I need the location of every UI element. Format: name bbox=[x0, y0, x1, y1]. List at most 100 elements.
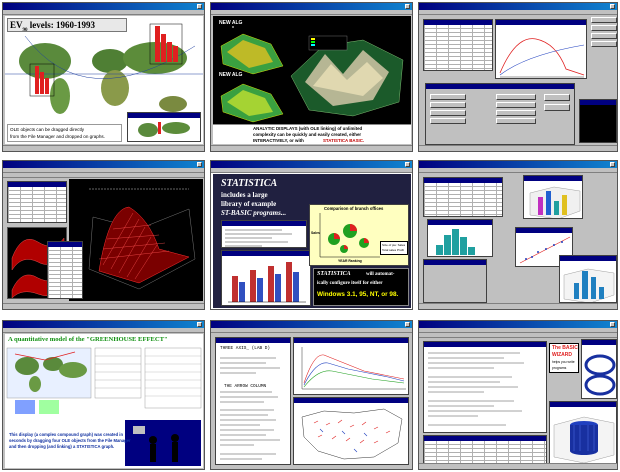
status-bar bbox=[419, 303, 617, 309]
close-icon[interactable] bbox=[197, 162, 202, 167]
dialog-button[interactable] bbox=[496, 94, 536, 100]
promo-line3: ST-BASIC programs... bbox=[221, 209, 287, 217]
toolbar[interactable] bbox=[3, 173, 204, 178]
histogram-window[interactable] bbox=[427, 219, 493, 257]
menu-bar[interactable] bbox=[419, 10, 617, 15]
caption-line1: This display (a complex compound graph) … bbox=[9, 432, 124, 437]
menu-bar[interactable] bbox=[419, 168, 617, 173]
bubble-legend: Size of pie: Sales Total sales Profit bbox=[380, 241, 408, 255]
menu-bar[interactable] bbox=[419, 328, 617, 333]
bar-chart-window[interactable] bbox=[221, 250, 311, 306]
banner-line3b: STATISTICA BASIC. bbox=[323, 138, 365, 143]
map-title-sub: 90 bbox=[22, 27, 28, 33]
window-titlebar[interactable] bbox=[3, 3, 204, 10]
data-spreadsheet[interactable] bbox=[7, 181, 67, 223]
close-icon[interactable] bbox=[197, 322, 202, 327]
panel-world-map: EV90 levels: 1960-1993 bbox=[2, 2, 205, 152]
promo-canvas: STATISTICA includes a large library of e… bbox=[213, 174, 411, 308]
results-spreadsheet[interactable] bbox=[47, 241, 83, 299]
close-icon[interactable] bbox=[405, 162, 410, 167]
dialog-button[interactable] bbox=[430, 102, 466, 108]
cylinder-window[interactable] bbox=[549, 401, 617, 465]
menu-bar[interactable] bbox=[3, 328, 204, 333]
status-bar bbox=[3, 303, 204, 309]
window-titlebar[interactable] bbox=[3, 321, 204, 328]
dialog-button[interactable] bbox=[496, 102, 536, 108]
code-window[interactable] bbox=[221, 220, 307, 248]
side-button[interactable] bbox=[591, 41, 617, 47]
data-spreadsheet[interactable] bbox=[423, 19, 493, 71]
surface-canvas: NEW ALG NEW ALG ANALYTIC DISPLAYS (with … bbox=[213, 16, 411, 144]
dialog-window[interactable] bbox=[423, 259, 487, 303]
panel-3d-surfaces: NEW ALG NEW ALG ANALYTIC DISPLAYS (with … bbox=[210, 2, 413, 152]
map-plot-window[interactable] bbox=[293, 397, 409, 465]
small-chart-window[interactable] bbox=[579, 99, 617, 143]
wizard-line4: programs bbox=[552, 366, 567, 370]
analysis-dialog[interactable] bbox=[425, 83, 575, 145]
status-bar bbox=[419, 463, 617, 469]
banner-line3a: INTERACTIVELY, or with bbox=[253, 138, 304, 143]
bubble-chart-window[interactable]: Comparison of branch offices Size of pie… bbox=[309, 204, 409, 266]
bar3d-window-bottom[interactable] bbox=[559, 255, 617, 303]
side-buttons bbox=[591, 17, 617, 57]
menu-bar[interactable] bbox=[211, 168, 412, 173]
promo-brand: STATISTICA bbox=[221, 178, 278, 189]
caption-line3: and then dropping (and linking) a STATIS… bbox=[9, 444, 115, 449]
surface-label-top: NEW ALG bbox=[219, 20, 243, 26]
data-spreadsheet[interactable] bbox=[423, 177, 503, 217]
line-plot-window[interactable] bbox=[293, 337, 409, 395]
bar3d-window-top[interactable] bbox=[523, 175, 583, 219]
panel-3d-mesh bbox=[2, 160, 205, 310]
close-icon[interactable] bbox=[610, 162, 615, 167]
dialog-button[interactable] bbox=[496, 110, 536, 116]
cancel-button[interactable] bbox=[544, 104, 570, 111]
greenhouse-svg bbox=[6, 347, 202, 466]
greenhouse-heading: A quantitative model of the "GREENHOUSE … bbox=[8, 336, 168, 343]
inset-map-window[interactable] bbox=[127, 112, 201, 142]
output-spreadsheet[interactable] bbox=[423, 435, 547, 465]
ok-button[interactable] bbox=[544, 94, 570, 101]
panel-3d-bars bbox=[418, 160, 618, 310]
banner-line1: ANALYTIC DISPLAYS (with OLE linking) of … bbox=[253, 126, 363, 131]
side-button[interactable] bbox=[591, 33, 617, 39]
close-icon[interactable] bbox=[405, 322, 410, 327]
window-titlebar[interactable] bbox=[211, 3, 412, 10]
window-titlebar[interactable] bbox=[3, 161, 204, 168]
tagline-line3: Windows 3.1, 95, NT, or 98. bbox=[317, 291, 399, 298]
surface-plots-svg bbox=[220, 26, 404, 123]
close-icon[interactable] bbox=[610, 322, 615, 327]
menu-bar[interactable] bbox=[3, 168, 204, 173]
menu-bar[interactable] bbox=[211, 10, 412, 15]
wizard-line1: The BASIC bbox=[552, 345, 578, 351]
code-editor-window[interactable]: THREE AXIS_ (LAB D) THE ARROW COLUMN bbox=[215, 337, 291, 465]
dialog-button[interactable] bbox=[496, 118, 536, 124]
promo-line2: library of example bbox=[221, 200, 277, 208]
side-button[interactable] bbox=[591, 17, 617, 23]
close-icon[interactable] bbox=[197, 4, 202, 9]
close-icon[interactable] bbox=[405, 4, 410, 9]
mesh-canvas bbox=[69, 179, 203, 301]
window-titlebar[interactable] bbox=[419, 161, 617, 168]
menu-bar[interactable] bbox=[211, 328, 412, 333]
status-bar bbox=[211, 145, 412, 151]
dialog-button[interactable] bbox=[430, 118, 466, 124]
dialog-button[interactable] bbox=[430, 110, 466, 116]
torus-window-top[interactable] bbox=[581, 339, 617, 399]
toolbar[interactable] bbox=[419, 333, 617, 338]
window-titlebar[interactable] bbox=[211, 321, 412, 328]
menu-bar[interactable] bbox=[3, 10, 204, 15]
window-titlebar[interactable] bbox=[419, 3, 617, 10]
map-title-rest: levels: bbox=[27, 20, 54, 30]
window-titlebar[interactable] bbox=[211, 161, 412, 168]
panel-statistica-promo: STATISTICA includes a large library of e… bbox=[210, 160, 413, 310]
window-titlebar[interactable] bbox=[419, 321, 617, 328]
side-button[interactable] bbox=[591, 25, 617, 31]
line-chart-window[interactable] bbox=[495, 19, 587, 79]
dialog-button[interactable] bbox=[430, 94, 466, 100]
world-map-svg bbox=[5, 23, 203, 124]
panel-basic-wizard: The BASIC WIZARD helps you write program… bbox=[418, 320, 618, 470]
close-icon[interactable] bbox=[610, 4, 615, 9]
tagline-line1: will automat- bbox=[366, 272, 395, 277]
map-title-box: EV90 levels: 1960-1993 bbox=[7, 18, 127, 33]
basic-editor-window[interactable] bbox=[423, 341, 547, 433]
